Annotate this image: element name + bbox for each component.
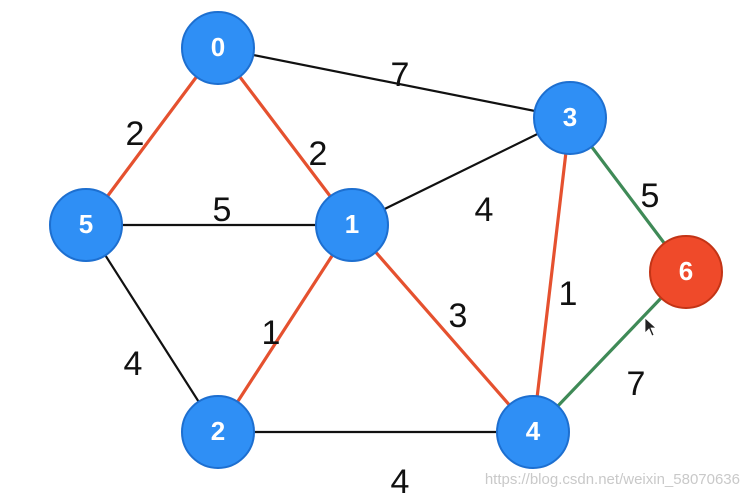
- node-1: 1: [315, 188, 389, 262]
- edge-3-4: [531, 116, 572, 434]
- watermark-text: https://blog.csdn.net/weixin_58070636: [484, 471, 740, 488]
- edge-weight-1-2: 1: [262, 314, 281, 352]
- edge-5-2: [84, 223, 220, 434]
- edge-weight-1-4: 3: [449, 297, 468, 335]
- node-circle-1: [315, 188, 389, 262]
- edge-weight-1-3: 4: [475, 191, 494, 229]
- node-3: 3: [533, 81, 607, 155]
- node-label-4: 4: [526, 416, 541, 446]
- node-circle-4: [496, 395, 570, 469]
- node-label-0: 0: [211, 32, 225, 62]
- node-label-5: 5: [79, 209, 93, 239]
- node-circle-2: [181, 395, 255, 469]
- mouse-cursor-icon: [644, 317, 658, 337]
- node-circle-5: [49, 188, 123, 262]
- edge-weight-0-1: 2: [309, 135, 328, 173]
- node-label-1: 1: [345, 209, 359, 239]
- edge-0-1: [216, 46, 354, 227]
- node-5: 5: [49, 188, 123, 262]
- edge-1-2: [216, 223, 354, 434]
- edge-weight-4-6: 7: [627, 365, 646, 403]
- edge-weight-3-6: 5: [641, 177, 660, 215]
- node-0: 0: [181, 11, 255, 85]
- node-circle-6: [649, 235, 723, 309]
- edge-weight-3-4: 1: [559, 275, 578, 313]
- node-circle-0: [181, 11, 255, 85]
- edge-1-3: [350, 116, 572, 227]
- nodes-layer: 0 1 2 3 4 5 6: [49, 11, 723, 469]
- node-label-3: 3: [563, 102, 577, 132]
- edge-1-4: [350, 223, 535, 434]
- node-label-2: 2: [211, 416, 225, 446]
- edge-weights-layer: 7 2 2 5 4 5 1 3 1 4 7 4: [124, 56, 660, 498]
- edge-weight-5-1: 5: [213, 191, 232, 229]
- node-2: 2: [181, 395, 255, 469]
- edge-weight-0-5: 2: [126, 115, 145, 153]
- edge-weight-5-2: 4: [124, 345, 143, 383]
- edge-weight-0-3: 7: [391, 56, 410, 94]
- node-4: 4: [496, 395, 570, 469]
- node-circle-3: [533, 81, 607, 155]
- edge-0-3: [216, 46, 572, 120]
- edge-weight-2-4: 4: [391, 463, 410, 498]
- node-label-6: 6: [679, 256, 693, 286]
- node-6: 6: [649, 235, 723, 309]
